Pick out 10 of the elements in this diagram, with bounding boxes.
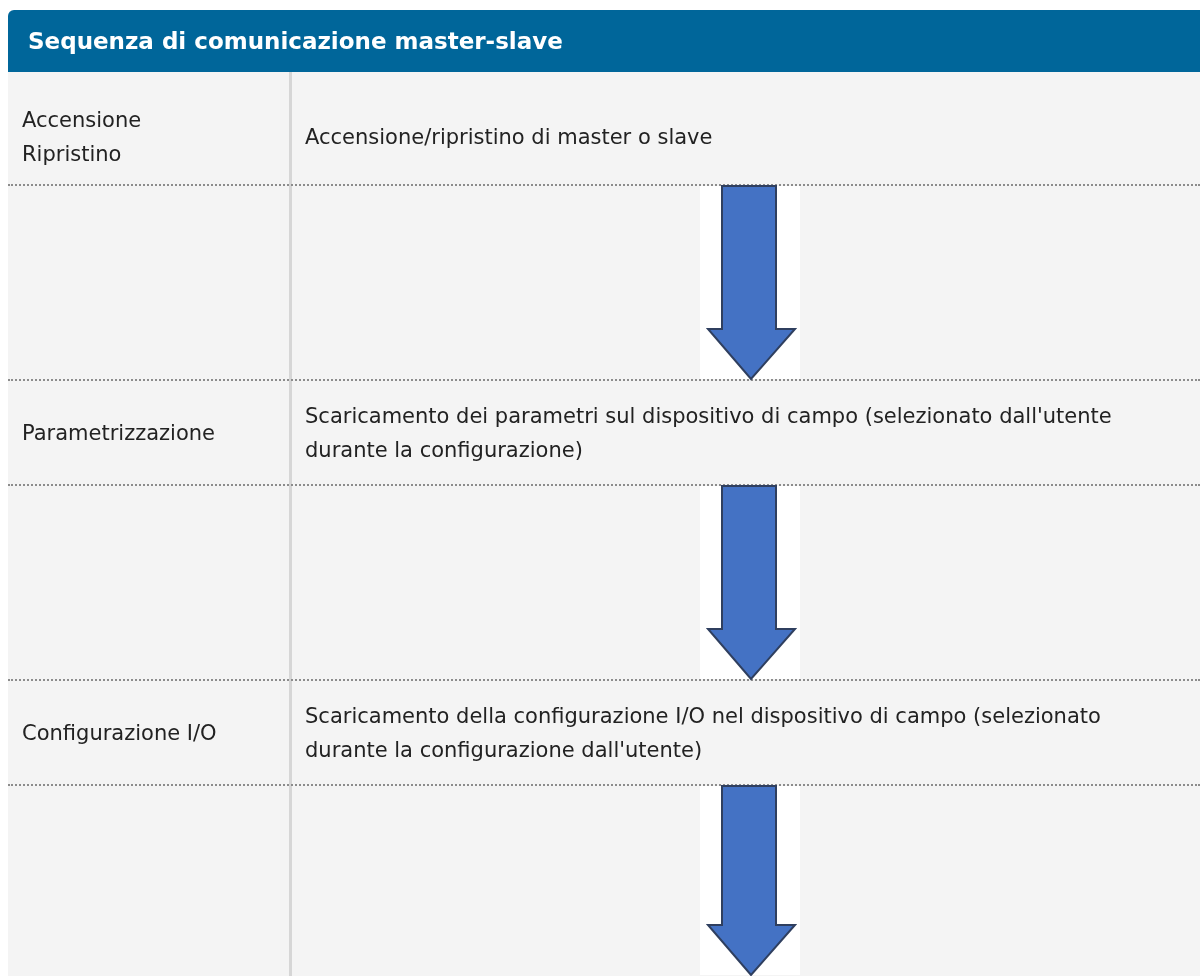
- step-label: Accensione Ripristino: [22, 106, 143, 168]
- step-description: Scaricamento dei parametri sul dispositivo di campo (selezionato dall'utente durante la configurazione): [305, 402, 1113, 464]
- step-label: Configurazione I/O: [22, 719, 217, 747]
- step-label: Parametrizzazione: [22, 419, 216, 447]
- block-arrow: [705, 785, 798, 976]
- title-bar: Sequenza di comunicazione master-slave: [8, 10, 1200, 72]
- step-description: Scaricamento della configurazione I/O nel dispositivo di campo (selezionato durante la configurazione dall'utente): [305, 702, 1102, 764]
- step-description: Accensione/ripristino di master o slave: [305, 123, 713, 151]
- block-arrow: [705, 185, 798, 381]
- block-arrow: [705, 485, 798, 681]
